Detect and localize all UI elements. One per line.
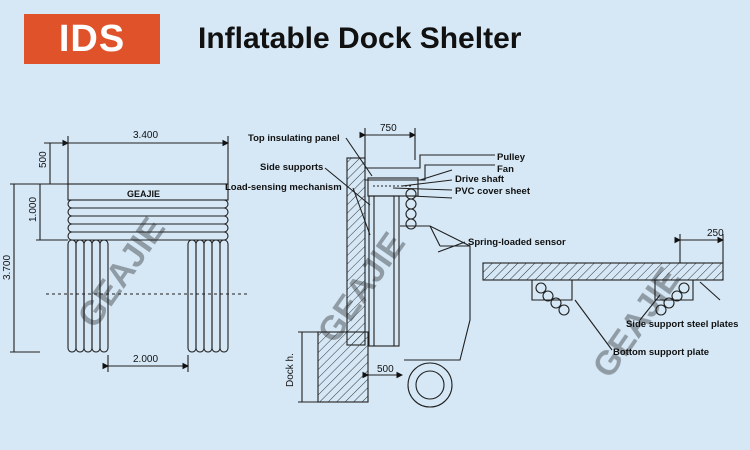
label-drive-shaft: Drive shaft <box>455 174 505 185</box>
dim-bottom: 500 <box>377 364 394 375</box>
dim-top-section: 500 <box>38 151 49 168</box>
page-title: Inflatable Dock Shelter <box>198 22 522 55</box>
dim-plan-width: 250 <box>707 228 724 239</box>
brand-logo: IDS <box>24 14 160 64</box>
label-pulley: Pulley <box>497 152 526 163</box>
dim-depth: 750 <box>380 123 397 134</box>
dim-height: 3.700 <box>2 255 13 280</box>
label-side-steel-plates: Side support steel plates <box>626 319 738 330</box>
dim-bag: 1.000 <box>28 197 39 222</box>
dim-opening: 2.000 <box>133 354 158 365</box>
label-pvc-cover: PVC cover sheet <box>455 186 531 197</box>
label-top-panel: Top insulating panel <box>248 133 340 144</box>
dim-dock-height: Dock h. <box>285 353 296 387</box>
watermark-1: GEAJIE <box>70 211 173 335</box>
side-view <box>298 128 495 408</box>
label-load-sensing: Load-sensing mechanism <box>225 182 342 193</box>
front-view <box>10 136 250 372</box>
logo-text: IDS <box>58 17 126 60</box>
label-fan: Fan <box>497 164 514 175</box>
watermark-group: GEAJIE GEAJIE GEAJIE <box>70 211 688 385</box>
label-side-supports: Side supports <box>260 162 323 173</box>
label-bottom-plate: Bottom support plate <box>613 347 709 358</box>
dim-width-top: 3.400 <box>133 130 158 141</box>
label-spring-sensor: Spring-loaded sensor <box>468 237 566 248</box>
brand-mark: GEAJIE <box>127 189 160 199</box>
plan-view <box>482 234 725 351</box>
